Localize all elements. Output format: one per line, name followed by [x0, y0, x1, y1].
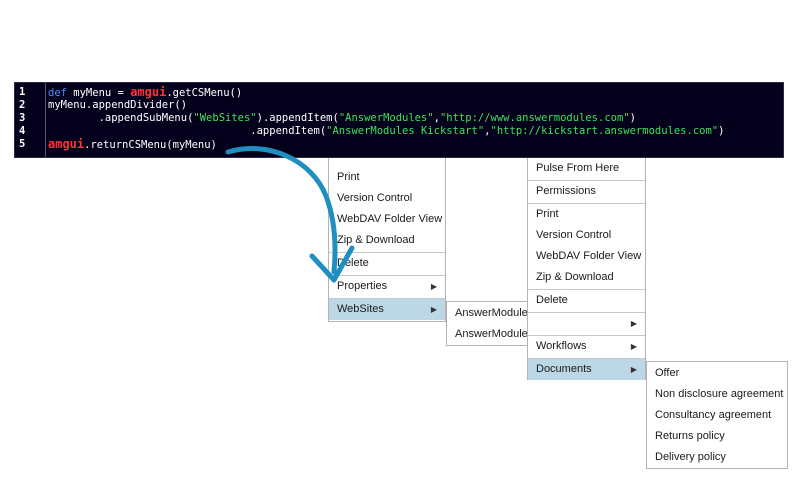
menu-item-label: Delivery policy — [655, 451, 726, 463]
submenu-documents: Offer Non disclosure agreement Consultan… — [646, 361, 788, 469]
code-text: myMenu.appendDivider() — [48, 99, 188, 111]
code-text: .appendSubMenu( — [48, 112, 194, 124]
menu-item-label: Documents — [536, 363, 592, 375]
menu-divider — [528, 289, 645, 290]
code-text: .appendItem( — [48, 125, 327, 137]
code-line-4: .appendItem("AnswerModules Kickstart","h… — [48, 125, 783, 138]
menu-divider — [329, 252, 445, 253]
menu-item-label: Non disclosure agreement — [655, 388, 784, 400]
menu-item-label: Returns policy — [655, 430, 725, 442]
code-panel: 1 2 3 4 5 def myMenu = amgui.getCSMenu()… — [14, 82, 784, 158]
menu-item-label: Offer — [655, 367, 680, 379]
code-object: amgui — [130, 85, 167, 99]
menu-item-label: Delete — [536, 294, 568, 306]
code-string: "AnswerModules Kickstart" — [326, 125, 485, 137]
menu-item-nda[interactable]: Non disclosure agreement — [647, 384, 787, 405]
code-text: , — [484, 125, 491, 137]
menu-item-print[interactable]: Print — [528, 204, 645, 225]
code-line-1: def myMenu = amgui.getCSMenu() — [48, 85, 783, 100]
line-number: 1 — [19, 86, 26, 98]
menu-divider — [528, 335, 645, 336]
menu-divider — [528, 312, 645, 313]
menu-item-zip-download[interactable]: Zip & Download — [528, 267, 645, 288]
code-object: amgui — [48, 137, 85, 151]
menu-item-hidden[interactable]: ▶ — [528, 313, 645, 334]
menu-item-delivery-policy[interactable]: Delivery policy — [647, 447, 787, 468]
menu-item-label: Version Control — [536, 229, 612, 241]
menu-item-consultancy[interactable]: Consultancy agreement — [647, 405, 787, 426]
code-line-3: .appendSubMenu("WebSites").appendItem("A… — [48, 112, 783, 125]
menu-item-label: Print — [337, 171, 360, 183]
menu-item-returns-policy[interactable]: Returns policy — [647, 426, 787, 447]
menu-item-label: Print — [536, 208, 559, 220]
triangle-right-icon: ▶ — [430, 282, 437, 291]
menu-item-label: WebDAV Folder View — [536, 250, 642, 262]
menu-item-label: Permissions — [536, 185, 596, 197]
menu-divider — [329, 275, 445, 276]
menu-item-label: Consultancy agreement — [655, 409, 772, 421]
code-text: ) — [629, 112, 636, 124]
arrow-shaft — [225, 146, 338, 275]
menu-item-delete[interactable]: Delete — [528, 290, 645, 311]
menu-item-webdav[interactable]: WebDAV Folder View — [528, 246, 645, 267]
menu-item-delete[interactable]: Delete — [329, 253, 445, 274]
code-text: ) — [718, 125, 725, 137]
menu-item-documents[interactable]: Documents ▶ — [528, 359, 645, 380]
menu-item-version-control[interactable]: Version Control — [329, 188, 445, 209]
line-number: 3 — [19, 112, 26, 124]
menu-item-label: Zip & Download — [337, 234, 415, 246]
menu-item-properties[interactable]: Properties ▶ — [329, 276, 445, 297]
context-menu-right: Pulse From Here Permissions Print Versio… — [527, 152, 646, 380]
triangle-right-icon: ▶ — [630, 342, 637, 351]
code-text: ).appendItem( — [256, 112, 339, 124]
triangle-right-icon: ▶ — [630, 365, 637, 374]
menu-item-label: AnswerModules — [455, 307, 534, 319]
code-text: .returnCSMenu(myMenu) — [84, 139, 217, 151]
menu-item-offer[interactable]: Offer — [647, 363, 787, 384]
triangle-right-icon: ▶ — [630, 319, 637, 328]
code-text: myMenu = — [66, 87, 131, 99]
menu-item-label: Delete — [337, 257, 369, 269]
triangle-right-icon: ▶ — [430, 305, 437, 314]
menu-item-answermodules[interactable]: AnswerModules — [447, 303, 581, 324]
line-number: 5 — [19, 138, 26, 150]
menu-divider — [528, 180, 645, 181]
menu-item-label: Pulse From Here — [536, 162, 620, 174]
menu-item-label: Workflows — [536, 340, 587, 352]
menu-divider — [528, 203, 645, 204]
code-text: , — [433, 112, 440, 124]
menu-item-label: Zip & Download — [536, 271, 614, 283]
menu-item-permissions[interactable]: Permissions — [528, 181, 645, 202]
code-string: "AnswerModules" — [338, 112, 434, 124]
code-lines: def myMenu = amgui.getCSMenu() myMenu.ap… — [48, 85, 783, 152]
menu-item-version-control[interactable]: Version Control — [528, 225, 645, 246]
menu-item-label: Version Control — [337, 192, 413, 204]
code-string: "WebSites" — [193, 112, 257, 124]
code-text: .getCSMenu() — [166, 87, 243, 99]
line-number-gutter: 1 2 3 4 5 — [15, 86, 45, 151]
code-line-5: amgui.returnCSMenu(myMenu) — [48, 137, 783, 152]
code-line-2: myMenu.appendDivider() — [48, 99, 783, 112]
code-keyword: def — [48, 87, 67, 99]
menu-item-workflows[interactable]: Workflows ▶ — [528, 336, 645, 357]
menu-item-pulse-from-here[interactable]: Pulse From Here — [528, 158, 645, 179]
menu-item-label: WebSites — [337, 303, 384, 315]
line-number: 2 — [19, 99, 26, 111]
code-string: "http://kickstart.answermodules.com" — [490, 125, 719, 137]
menu-item-webdav[interactable]: WebDAV Folder View — [329, 209, 445, 230]
menu-item-label: Properties — [337, 280, 388, 292]
menu-item-websites[interactable]: WebSites ▶ — [329, 299, 445, 320]
menu-item-print[interactable]: Print — [329, 167, 445, 188]
line-number: 4 — [19, 125, 26, 137]
menu-divider — [528, 358, 645, 359]
context-menu-left: Print Version Control WebDAV Folder View… — [328, 152, 446, 322]
menu-divider — [329, 298, 445, 299]
gutter-separator — [45, 83, 46, 157]
code-string: "http://www.answermodules.com" — [439, 112, 630, 124]
menu-item-zip-download[interactable]: Zip & Download — [329, 230, 445, 251]
menu-item-label: WebDAV Folder View — [337, 213, 443, 225]
